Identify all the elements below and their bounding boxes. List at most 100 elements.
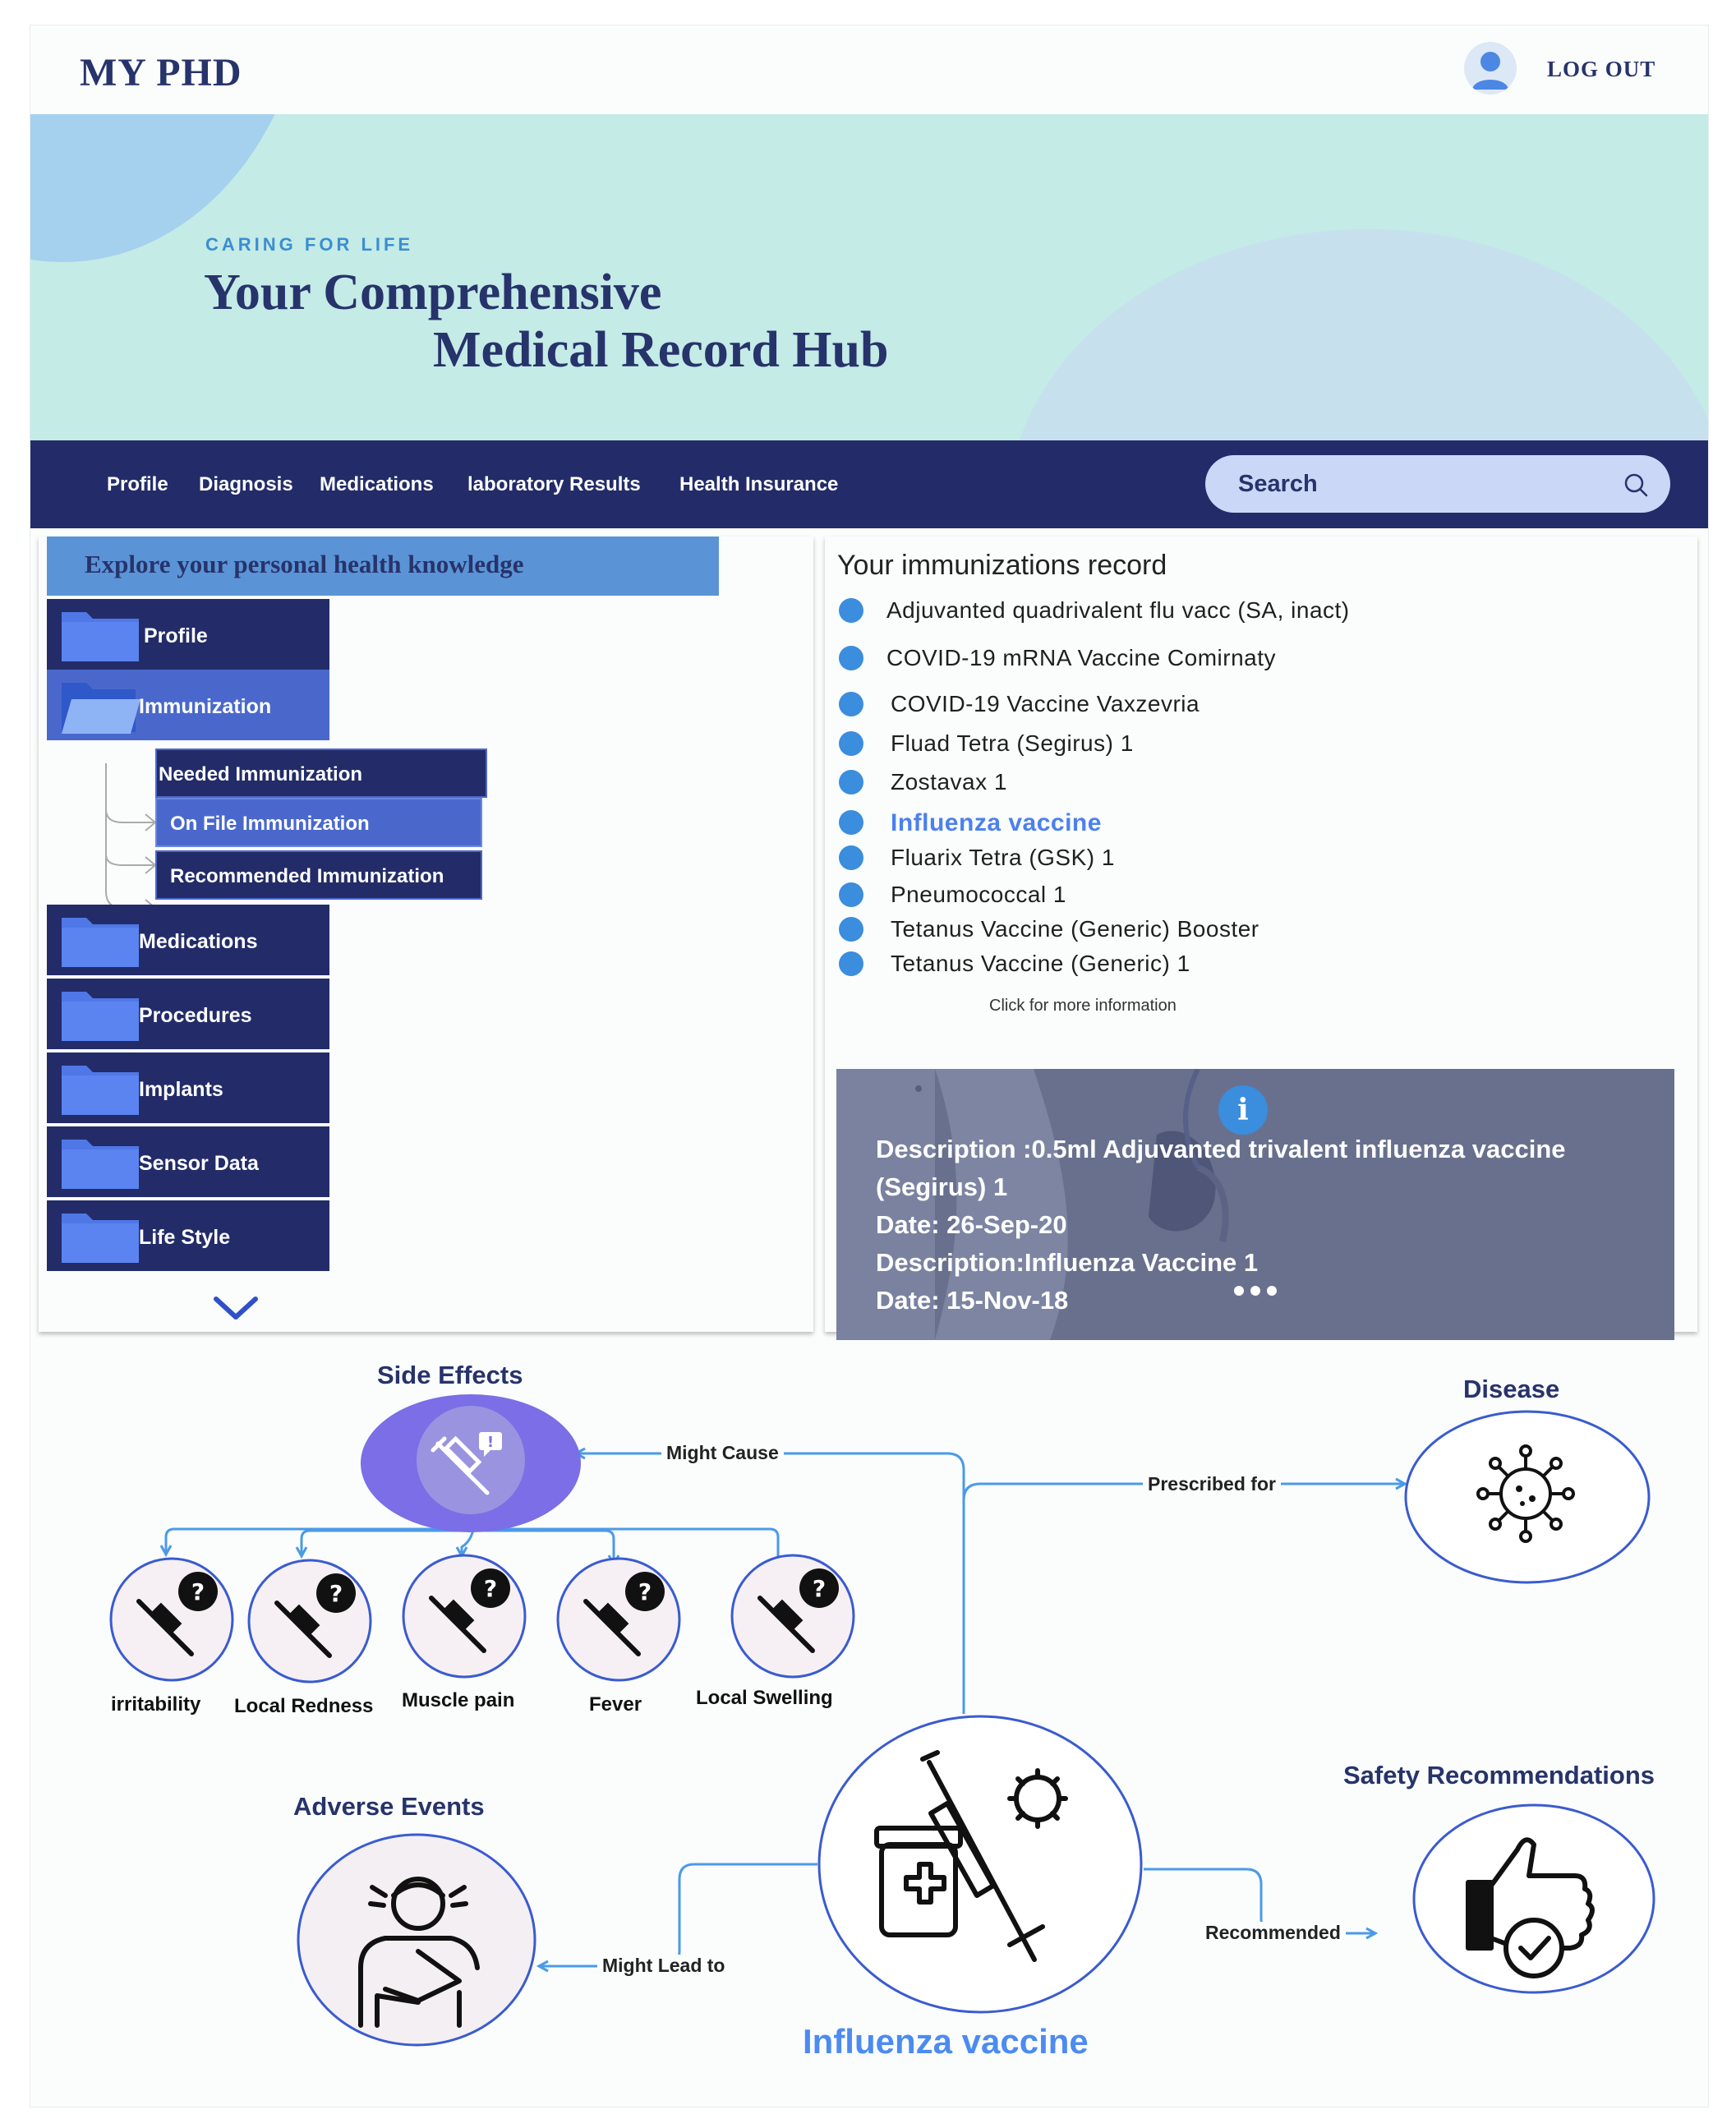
knowledge-panel: Explore your personal health knowledge P… [39,537,813,1332]
logout-button[interactable]: LOG OUT [1547,57,1656,81]
sidebar-item-implants[interactable]: Implants [47,1052,329,1123]
bullet-icon [839,646,863,670]
more-dots-icon[interactable] [1233,1285,1278,1297]
header: MY PHD LOG OUT [30,25,1708,114]
detail-line: Date: 26-Sep-20 [876,1210,1067,1239]
folder-open-icon [62,683,140,734]
sub-item-label: Recommended Immunization [170,865,444,887]
bullet-icon [839,598,863,623]
sub-item-on-file-immunization[interactable]: On File Immunization [155,798,482,847]
svg-text:?: ? [638,1578,652,1605]
immunizations-panel: Your immunizations record Adjuvanted qua… [825,537,1697,1340]
immunization-label: COVID-19 mRNA Vaccine Comirnaty [886,645,1276,670]
side-effect-node[interactable]: ? [727,1550,859,1682]
explore-title: Explore your personal health knowledge [85,550,524,578]
adverse-events-node[interactable] [295,1828,541,2050]
hero-banner: CARING FOR LIFE Your Comprehensive Medic… [30,114,1708,440]
search-input[interactable] [1238,467,1600,501]
immunization-label: Zostavax 1 [891,769,1007,795]
hero-decoration [1006,229,1708,440]
detail-line: Date: 15-Nov-18 [876,1286,1069,1315]
explore-header: Explore your personal health knowledge [47,537,719,596]
center-node-title: Influenza vaccine [803,2022,1089,2061]
nav-medications[interactable]: Medications [320,473,434,495]
main-nav: Profile Diagnosis Medications laboratory… [30,440,1708,528]
sidebar-item-life-style[interactable]: Life Style [47,1200,329,1271]
vaccine-knowledge-graph: Side Effects Disease Adverse Events Safe… [30,1356,1708,2107]
bullet-icon [839,845,863,870]
sidebar-item-label: Procedures [139,1004,252,1027]
svg-text:!: ! [487,1434,494,1451]
bullet-icon [839,882,863,907]
avatar-icon[interactable] [1464,42,1517,94]
sidebar-item-label: Immunization [139,695,272,718]
side-effect-node[interactable]: ? [244,1555,375,1687]
side-effects-title: Side Effects [377,1361,523,1389]
search-icon[interactable] [1623,472,1649,498]
info-icon[interactable]: i [1218,1085,1268,1135]
bullet-icon [839,770,863,795]
sidebar-item-sensor-data[interactable]: Sensor Data [47,1126,329,1197]
side-effect-label: Muscle pain [402,1689,515,1711]
immunization-label: COVID-19 Vaccine Vaxzevria [891,691,1200,716]
side-effect-label: Fever [589,1693,642,1716]
sidebar-item-profile[interactable]: Profile [47,599,329,670]
folder-icon [62,918,139,967]
safety-recommendations-node[interactable] [1411,1800,1657,1997]
sub-item-needed-immunization[interactable]: Needed Immunization [155,748,487,798]
folder-icon [62,1140,139,1189]
more-info-link[interactable]: Click for more information [989,997,1177,1015]
detail-line: Description:Influenza Vaccine 1 [876,1248,1259,1277]
search-bar [1205,455,1670,513]
influenza-vaccine-node[interactable] [816,1713,1146,2019]
nav-diagnosis[interactable]: Diagnosis [199,473,293,495]
immunization-label: Tetanus Vaccine (Generic) 1 [891,951,1190,976]
sub-item-recommended-immunization[interactable]: Recommended Immunization [155,850,482,900]
sick-person-icon [358,1877,480,2028]
immunization-label: Fluarix Tetra (GSK) 1 [891,845,1115,870]
edge-label-might-cause: Might Cause [661,1442,784,1464]
sidebar-item-procedures[interactable]: Procedures [47,979,329,1049]
svg-text:?: ? [484,1575,497,1602]
chevron-down-icon[interactable] [211,1292,260,1322]
side-effect-label: Local Swelling [696,1687,833,1709]
svg-text:?: ? [191,1578,205,1605]
bullet-icon [839,917,863,942]
nav-health-insurance[interactable]: Health Insurance [679,473,839,495]
sidebar-item-medications[interactable]: Medications [47,905,329,975]
bullet-icon [839,810,863,835]
sub-item-label: Needed Immunization [159,763,363,785]
bullet-icon [839,731,863,756]
folder-icon [62,1214,139,1263]
edge-label-might-lead-to: Might Lead to [597,1955,730,1977]
app-window: MY PHD LOG OUT CARING FOR LIFE Your Comp… [30,25,1709,2107]
folder-icon [62,992,139,1041]
side-effects-node[interactable]: ! [357,1391,584,1536]
detail-line: (Segirus) 1 [876,1172,1008,1201]
safety-recommendations-title: Safety Recommendations [1343,1761,1655,1789]
sidebar-item-immunization[interactable]: Immunization [47,670,329,740]
hero-title-line2: Medical Record Hub [433,322,889,378]
immunization-label: Fluad Tetra (Segirus) 1 [891,730,1134,756]
immunization-label: Pneumococcal 1 [891,882,1067,907]
nav-laboratory-results[interactable]: laboratory Results [467,473,641,495]
side-effect-node[interactable]: ? [398,1550,530,1682]
svg-text:?: ? [329,1580,343,1607]
sidebar-item-label: Life Style [139,1226,231,1249]
vaccine-icon [874,1750,1068,1962]
immunization-label: Tetanus Vaccine (Generic) Booster [891,916,1259,942]
folder-icon [62,1066,139,1115]
nav-profile[interactable]: Profile [107,473,168,495]
sidebar-item-label: Profile [144,624,208,647]
side-effect-node[interactable]: ? [553,1554,684,1685]
side-effect-node[interactable]: ? [106,1554,237,1685]
immunization-label: Influenza vaccine [891,809,1102,836]
disease-node[interactable] [1402,1410,1657,1591]
thumbs-up-icon [1466,1837,1595,1951]
hero-title-line1: Your Comprehensive [204,265,662,320]
sidebar-item-label: Sensor Data [139,1152,259,1175]
svg-text:?: ? [813,1575,826,1602]
sub-item-label: On File Immunization [170,813,370,835]
sidebar-item-label: Implants [139,1078,223,1101]
brand-logo[interactable]: MY PHD [80,51,242,94]
